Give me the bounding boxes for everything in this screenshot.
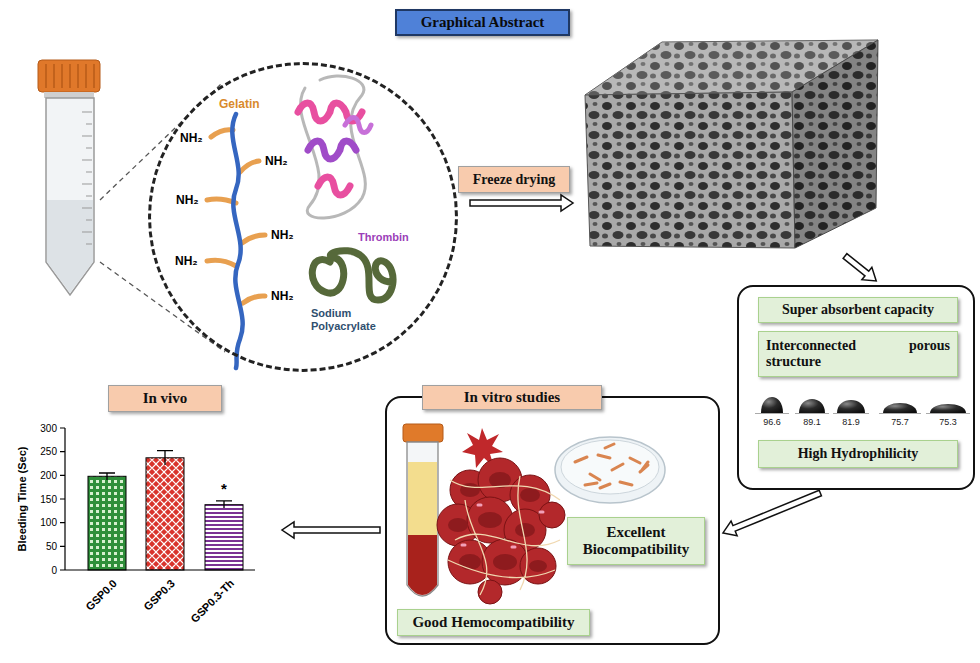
tick-label: 0 (51, 565, 57, 576)
red-cell (539, 502, 565, 528)
property-box: Interconnected porous structure (758, 331, 958, 377)
tick-label: 100 (40, 517, 57, 528)
droplet (930, 404, 966, 413)
helix (345, 118, 371, 133)
backbone (232, 114, 242, 368)
cube-front (585, 92, 795, 248)
angle-value: 75.7 (882, 417, 918, 427)
box-text: Good Hemocompatibility (412, 614, 574, 631)
category-label: GSP0.0 (84, 577, 120, 613)
contact-angle-droplets (755, 397, 970, 413)
chart-axes (60, 428, 255, 570)
group-label: NH₂ (175, 254, 198, 268)
chain-label: Gelatin (219, 97, 260, 111)
flow-arrow (720, 486, 823, 541)
zoom-lines (100, 83, 225, 352)
tube-neck (44, 92, 94, 98)
gelatin-chain (207, 114, 265, 368)
process-arrow (282, 522, 380, 538)
blood-tube (403, 424, 443, 596)
fibrin-mesh (448, 476, 560, 595)
tick-label: 50 (46, 541, 57, 552)
protein-label: Thrombin (358, 231, 409, 243)
box-text: Excellent Biocompatibility (575, 524, 697, 558)
box-text: Super absorbent capacity (782, 302, 934, 318)
category-label: GSP0.3 (142, 577, 178, 613)
tube-body (46, 98, 94, 295)
result-box: Excellent Biocompatibility (567, 517, 705, 565)
helix (308, 141, 356, 159)
tick-label: 250 (40, 446, 57, 457)
petri-dish (555, 437, 665, 503)
bar (88, 476, 126, 570)
protein-loop (301, 76, 366, 218)
box-text: In vivo (143, 390, 188, 407)
angle-value: 96.6 (754, 417, 790, 427)
polymer-coil (312, 251, 393, 300)
result-box: Good Hemocompatibility (397, 609, 590, 636)
mixture-circle: GelatinNH₂ NH₂ NH₂ NH₂ NH₂ NH₂ ThrombinSodium … (148, 62, 458, 372)
process-arrow (840, 250, 881, 287)
box-text: High Hydrophilicity (798, 446, 919, 462)
graduation-marks (82, 112, 92, 244)
dish-base (561, 440, 659, 494)
property-box: Super absorbent capacity (758, 297, 958, 323)
sponge-cube (585, 40, 878, 248)
plasma (408, 462, 437, 535)
significance-mark: * (221, 480, 227, 497)
platelet-dots (462, 505, 543, 547)
group-label: NH₂ (271, 289, 294, 303)
dish-rim (555, 437, 665, 503)
bar (146, 458, 184, 570)
droplet (837, 400, 865, 413)
cap-ridges (46, 64, 94, 88)
property-box: High Hydrophilicity (758, 440, 958, 468)
tube-icon (38, 60, 225, 352)
blood-cells (408, 535, 437, 595)
tick-label: 200 (40, 470, 57, 481)
tube-liquid (47, 200, 93, 293)
arrow-shape (282, 522, 380, 538)
arrow-shape (840, 250, 881, 287)
surface-line (755, 413, 970, 414)
tick-label: 300 (40, 423, 57, 434)
box-text: Freeze drying (473, 172, 556, 188)
property-panel: 96.6 89.181.9 75.7 75.3 Super absorbent capa… (737, 285, 975, 490)
group-label: NH₂ (176, 193, 199, 207)
thrombin-protein (298, 76, 371, 218)
droplet (761, 397, 783, 413)
bar-chart (60, 428, 255, 570)
angle-value: 81.9 (833, 417, 869, 427)
bar (205, 505, 243, 570)
title-box: Graphical Abstract (395, 9, 570, 36)
group-label: NH₂ (180, 131, 203, 145)
axis-title: Bleeding Time (Sec) (16, 447, 28, 552)
cube-side (792, 40, 878, 248)
error-bars (99, 451, 232, 508)
group-label: NH₂ (271, 228, 294, 242)
tube-cap (38, 60, 100, 92)
process-arrow (470, 195, 573, 211)
blood-clot (437, 458, 565, 604)
droplet (883, 403, 917, 413)
polymer-label: Sodium Polyacrylate (311, 307, 385, 333)
angle-value: 89.1 (794, 417, 830, 427)
section-tab: In vivo (108, 385, 222, 412)
tube-body (407, 442, 438, 596)
category-label: GSP0.3-Th (189, 577, 237, 625)
cube-side-shade (792, 40, 878, 248)
tick-label: 150 (40, 494, 57, 505)
step-box: Freeze drying (458, 166, 570, 193)
tube-cap (403, 424, 443, 442)
helix (318, 177, 350, 195)
study-panel: In vitro studiesExcellent Biocompatibili… (385, 396, 720, 645)
group-label: NH₂ (265, 154, 288, 168)
box-text: Interconnected porous structure (766, 338, 950, 370)
section-tab: In vitro studies (422, 385, 602, 410)
angle-value: 75.3 (930, 417, 966, 427)
cells (575, 444, 648, 488)
droplet (799, 399, 825, 413)
